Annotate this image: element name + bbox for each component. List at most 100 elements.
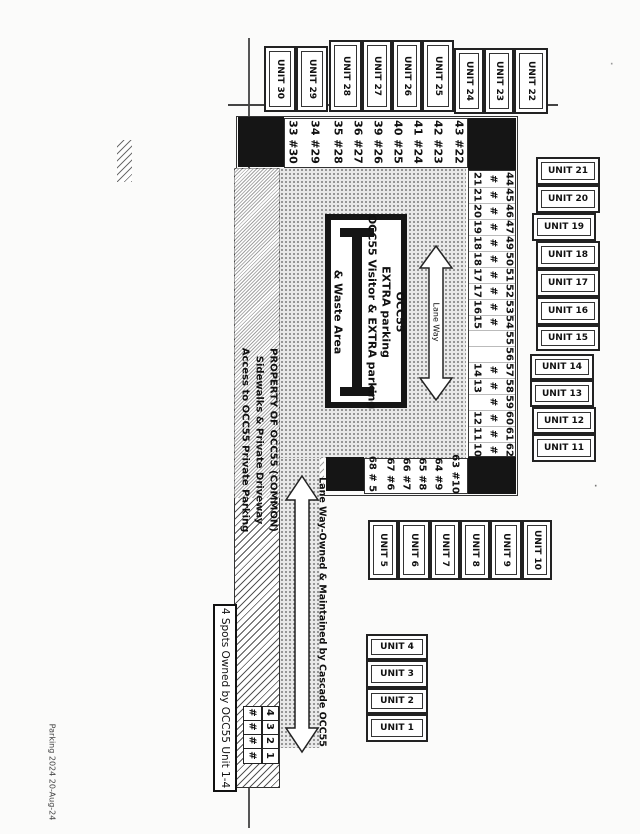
spot-number-3: 3 xyxy=(263,723,275,730)
unit-23: UNIT 23 xyxy=(484,48,514,114)
spots-owned-label: 4 Spots Owned by OCC55 Unit 1-4 xyxy=(219,607,231,789)
stall-36: 36 #27 xyxy=(351,120,365,164)
right-stall-divider xyxy=(469,362,515,364)
spot-number-2: 2 xyxy=(263,737,275,744)
right-stall-divider xyxy=(469,346,515,348)
unit-26: UNIT 26 xyxy=(392,40,422,112)
right-stall-divider xyxy=(469,314,515,316)
spot-mark-4: # xyxy=(246,708,258,717)
stall-65: 65 #8 xyxy=(416,457,428,491)
box-label-waste: & Waste Area xyxy=(331,269,345,355)
right-stall-divider xyxy=(469,378,515,380)
right-stall-c1-r2: 45 xyxy=(503,187,515,202)
stall-35: 35 #28 xyxy=(331,120,345,164)
unit-1: UNIT 1 xyxy=(366,714,428,742)
property-note-line3: Access to OCC55 Private Parking xyxy=(239,347,251,533)
stall-68: 68 # 5 xyxy=(366,455,378,493)
right-stall-c1-r18: 62 xyxy=(503,443,515,457)
right-stall-divider xyxy=(469,202,515,204)
stall-66: 66 #7 xyxy=(400,457,412,491)
unit-30: UNIT 30 xyxy=(264,46,296,112)
right-stall-c3-r7: 17 xyxy=(471,267,483,282)
spot-mark-1: # xyxy=(246,751,258,760)
right-stall-c1-r8: 52 xyxy=(503,283,515,298)
right-stall-divider xyxy=(469,442,515,444)
right-stall-c3-r17: 11 xyxy=(471,427,483,442)
right-stall-c3-r6: 18 xyxy=(471,251,483,266)
right-stall-c2-r3: # xyxy=(487,206,499,216)
stall-34: 34 #29 xyxy=(308,120,322,164)
box-label-visitor: OCC55 Visitor & EXTRA parking xyxy=(365,214,379,410)
spot-mark-3: # xyxy=(246,722,258,731)
unit-15: UNIT 15 xyxy=(536,325,600,351)
right-stall-c3-r10: 15 xyxy=(471,315,483,330)
unit-20: UNIT 20 xyxy=(536,185,600,213)
right-stall-c1-r4: 47 xyxy=(503,219,515,234)
right-stall-divider xyxy=(469,218,515,220)
right-stall-divider xyxy=(469,234,515,236)
unit-21: UNIT 21 xyxy=(536,157,600,185)
right-stall-c3-r14: 13 xyxy=(471,379,483,394)
lane-way-owned-label: Lane Way-Owned & Maintained by Cascade O… xyxy=(316,477,328,747)
right-stall-c2-r14: # xyxy=(487,382,499,391)
right-stall-divider xyxy=(469,330,515,332)
right-stall-c2-r8: # xyxy=(487,286,499,295)
unit-4: UNIT 4 xyxy=(366,634,428,660)
right-stall-divider xyxy=(469,394,515,396)
corner-block-top-left xyxy=(238,117,284,167)
right-stall-c2-r16: # xyxy=(487,413,499,423)
box-bar-bottom xyxy=(340,387,374,396)
right-stall-c2-r4: # xyxy=(487,222,499,231)
right-stall-c2-r10: # xyxy=(487,318,499,327)
right-stall-c2-r5: # xyxy=(487,238,499,247)
right-stall-c1-r11: 55 xyxy=(503,331,515,346)
unit-7: UNIT 7 xyxy=(430,520,460,580)
right-stall-c1-r16: 60 xyxy=(503,411,515,426)
unit-2: UNIT 2 xyxy=(366,688,428,714)
visitor-parking-box xyxy=(325,214,407,408)
top-stall-row xyxy=(284,118,468,168)
box-bar-top xyxy=(340,228,374,237)
box-label-extra-parking: EXTRA parking xyxy=(379,266,393,358)
right-stall-c2-r7: # xyxy=(487,270,499,279)
unit-29: UNIT 29 xyxy=(296,46,328,112)
right-stall-divider xyxy=(469,426,515,428)
unit-22: UNIT 22 xyxy=(514,48,548,114)
right-stall-c1-r14: 58 xyxy=(503,379,515,394)
right-stall-c3-r13: 14 xyxy=(471,363,483,378)
stall-40: 40 #25 xyxy=(391,120,405,164)
stall-67: 67 #6 xyxy=(384,457,396,491)
unit-11: UNIT 11 xyxy=(532,434,596,462)
right-stall-c1-r12: 56 xyxy=(503,347,515,362)
right-stall-c1-r13: 57 xyxy=(503,363,515,378)
right-stall-c2-r2: # xyxy=(487,190,499,200)
spots-grid-row-lines xyxy=(243,720,279,749)
spot-mark-2: # xyxy=(246,736,258,745)
unit-14: UNIT 14 xyxy=(530,354,594,380)
right-stall-divider xyxy=(469,410,515,412)
right-stall-divider xyxy=(469,186,515,188)
right-stall-c1-r5: 49 xyxy=(503,235,515,250)
unit-9: UNIT 9 xyxy=(490,520,522,580)
margin-mark-1: · xyxy=(610,60,614,70)
right-stall-c1-r6: 50 xyxy=(503,251,515,266)
stall-42: 42 #23 xyxy=(431,120,445,164)
right-stall-c3-r5: 18 xyxy=(471,235,483,250)
unit-25: UNIT 25 xyxy=(422,40,454,112)
bottom-stall-row xyxy=(364,458,468,494)
unit-13: UNIT 13 xyxy=(530,380,594,407)
unit-10: UNIT 10 xyxy=(522,520,552,580)
hatch-mark-left xyxy=(117,140,132,182)
property-note-line2: Sidewalks & Private Driveway xyxy=(253,355,265,525)
stall-39: 39 #26 xyxy=(371,120,385,164)
spots-grid-divider xyxy=(261,706,263,764)
unit-28: UNIT 28 xyxy=(329,40,362,112)
unit-18: UNIT 18 xyxy=(536,241,600,269)
corner-block-bottom-left xyxy=(326,457,364,491)
stall-63: 63 #10 xyxy=(449,454,461,494)
corner-block-bottom-right xyxy=(468,457,516,494)
unit-5: UNIT 5 xyxy=(368,520,398,580)
right-stall-c2-r9: # xyxy=(487,302,499,311)
margin-mark-2: · xyxy=(594,482,598,492)
right-stall-c2-r15: # xyxy=(487,397,499,407)
